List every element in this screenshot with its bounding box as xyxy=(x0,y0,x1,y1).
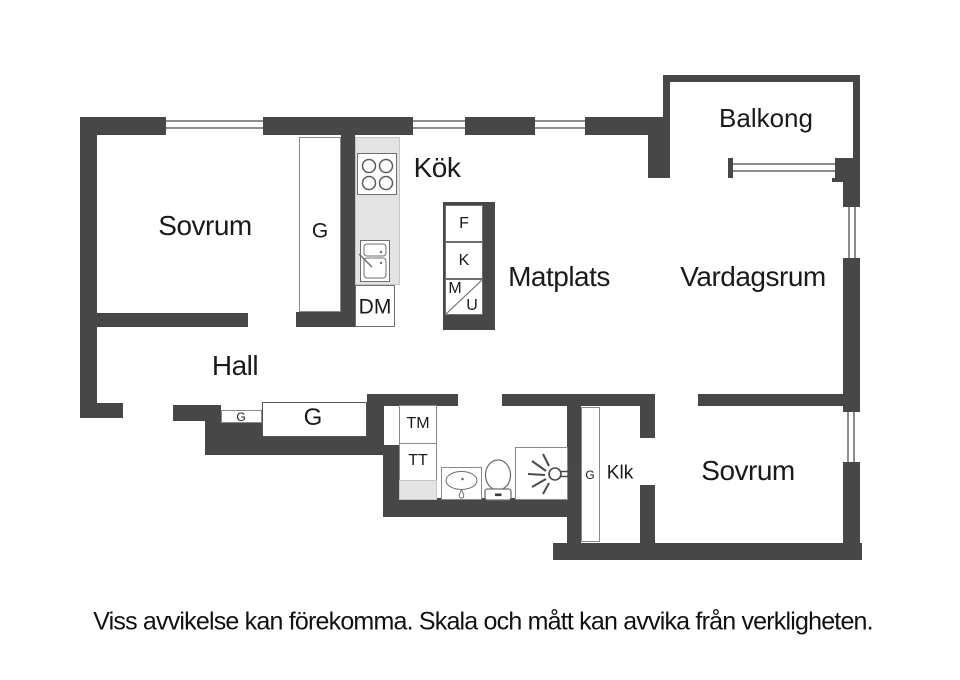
oven-label: U xyxy=(466,297,478,314)
window-bedroom-right xyxy=(843,412,860,462)
window-living-right xyxy=(843,207,860,258)
window-bedroom-top xyxy=(166,114,263,135)
disclaimer-text: Viss avvikelse kan förekomma. Skala och … xyxy=(93,607,873,636)
window-dining xyxy=(535,114,585,135)
tumble-dryer-label: TT xyxy=(408,452,428,469)
wall-entry-piece xyxy=(173,405,221,421)
wall-bath-top-right xyxy=(502,394,640,406)
window-kitchen xyxy=(413,114,465,135)
wardrobe-closet-strip xyxy=(581,407,600,542)
balcony-wall-top xyxy=(663,75,860,82)
wall-bottom xyxy=(553,543,862,560)
fridge-label: F xyxy=(459,215,469,232)
bathroom-sink-icon xyxy=(441,467,482,500)
room-label-balcony: Balkong xyxy=(719,103,813,133)
balcony-wall-right xyxy=(853,75,860,160)
wardrobe-hall-large-label: G xyxy=(303,404,323,431)
microwave-label: M xyxy=(448,280,462,297)
wall-bedroom-bottom xyxy=(97,313,248,327)
balcony-wall-left xyxy=(663,75,670,160)
wall-living-bedroom xyxy=(698,394,843,406)
wardrobe-hall-large xyxy=(262,402,367,437)
stove-icon xyxy=(357,153,397,195)
freezer-cabinet xyxy=(445,242,483,279)
wardrobe-hall-small-label: G xyxy=(236,410,246,424)
room-label-closet: Klk xyxy=(606,462,634,484)
dishwasher xyxy=(355,285,395,327)
toilet-icon xyxy=(484,459,512,501)
window-balcony-door xyxy=(728,158,835,178)
room-label-living: Vardagsrum xyxy=(680,261,826,292)
wall-right-top-block xyxy=(832,158,860,182)
dishwasher-label: DM xyxy=(358,295,392,319)
wall-kitchen-stub xyxy=(296,312,355,327)
bath-counter xyxy=(399,480,437,500)
wardrobe-bedroom-label: G xyxy=(311,219,329,243)
washing-machine-label: TM xyxy=(406,415,430,432)
wall-left xyxy=(80,117,97,418)
room-label-kitchen: Kök xyxy=(413,152,461,183)
room-label-hall: Hall xyxy=(211,350,259,381)
wall-bath-left-up xyxy=(367,394,384,455)
wall-bath-right xyxy=(567,406,581,543)
wall-entry-stub xyxy=(80,403,123,418)
wall-klk-right-low xyxy=(640,485,655,548)
shower-icon xyxy=(515,447,578,500)
room-label-dining: Matplats xyxy=(508,261,610,292)
room-label-bedroom-bottom: Sovrum xyxy=(701,455,795,486)
fridge-cabinet xyxy=(445,205,483,242)
micro-oven-cabinet xyxy=(445,279,483,315)
room-label-bedroom-top: Sovrum xyxy=(158,210,252,241)
wardrobe-bedroom xyxy=(299,137,341,312)
wardrobe-hall-small xyxy=(221,410,262,423)
wall-bath-bottom xyxy=(383,498,577,517)
kitchen-sink-icon xyxy=(358,240,390,282)
wall-klk-right-up xyxy=(640,394,655,438)
wall-kitchen-closet xyxy=(341,135,355,327)
wardrobe-closet-label: G xyxy=(585,468,595,482)
wall-bath-top-left xyxy=(367,394,458,406)
freezer-label: K xyxy=(458,252,470,269)
